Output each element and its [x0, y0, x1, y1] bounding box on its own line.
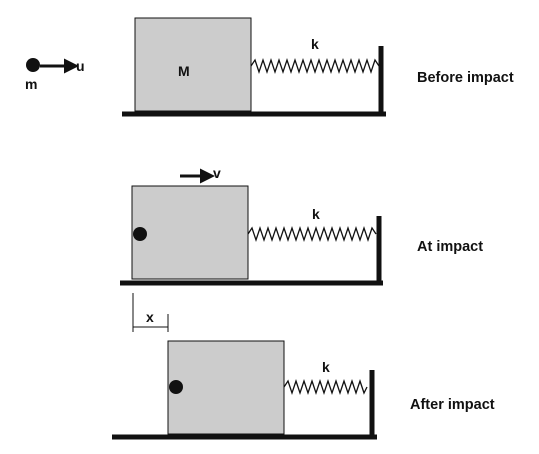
spring-label-k: k [311, 36, 319, 52]
block-M-with-ball [131, 185, 249, 280]
velocity-label-u: u [76, 58, 85, 74]
ball-label-m: m [25, 76, 37, 92]
panel-at-impact: v k At impact [120, 165, 483, 286]
caption-after-impact: After impact [410, 397, 495, 413]
block-M-displaced [167, 340, 285, 435]
spring [247, 225, 377, 243]
velocity-label-v: v [213, 165, 221, 181]
panel-before-impact: u m M k Before impact [25, 17, 514, 117]
caption-at-impact: At impact [417, 239, 483, 255]
caption-before-impact: Before impact [417, 70, 514, 86]
block-label-M: M [178, 63, 190, 79]
spring-compressed [283, 378, 368, 396]
ball-m [26, 58, 40, 72]
displacement-label-x: x [146, 309, 154, 325]
block-M [134, 17, 252, 112]
spring-label-k: k [322, 359, 330, 375]
panel-after-impact: x k After impact [112, 293, 495, 440]
spring-label-k: k [312, 206, 320, 222]
ball-m-embedded [133, 227, 147, 241]
ball-m-embedded [169, 380, 183, 394]
spring [250, 57, 380, 75]
